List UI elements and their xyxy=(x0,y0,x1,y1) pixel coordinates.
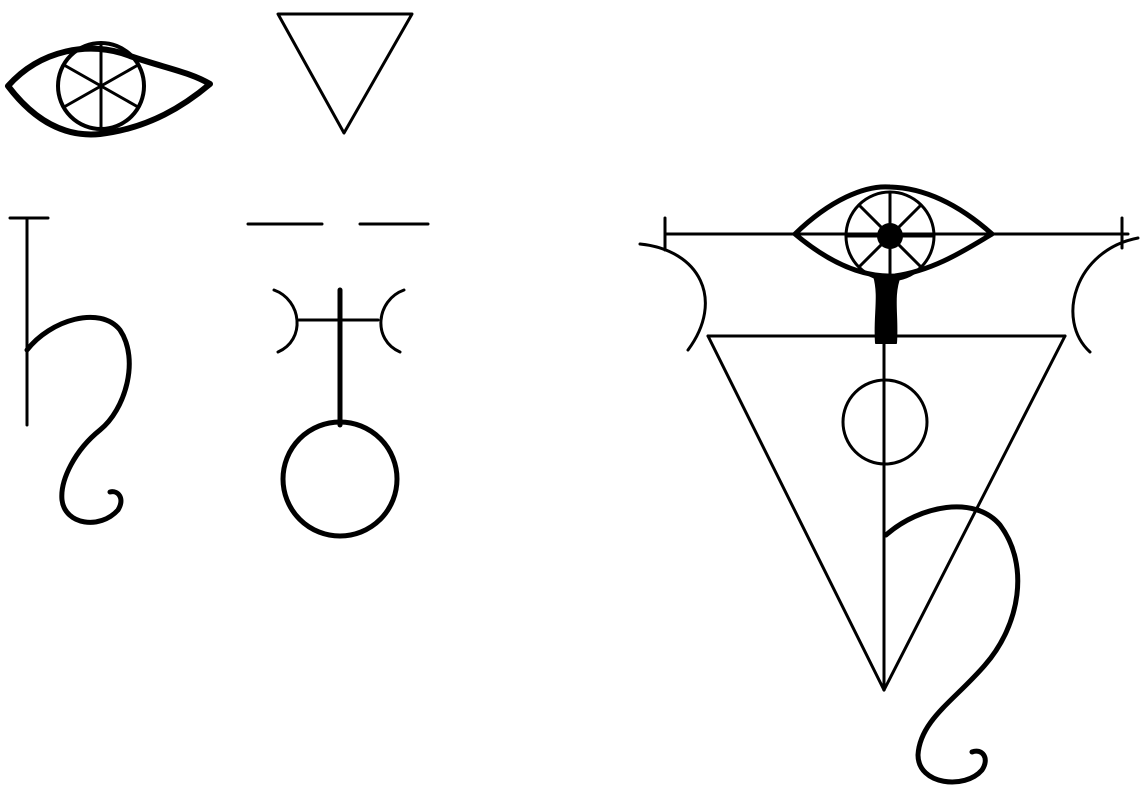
uranus-glyph-icon xyxy=(248,224,428,536)
eye-with-wheel-icon xyxy=(8,43,210,134)
inverted-triangle-icon xyxy=(278,14,412,133)
composite-sigil-icon xyxy=(640,187,1138,782)
saturn-glyph-icon xyxy=(10,218,129,522)
